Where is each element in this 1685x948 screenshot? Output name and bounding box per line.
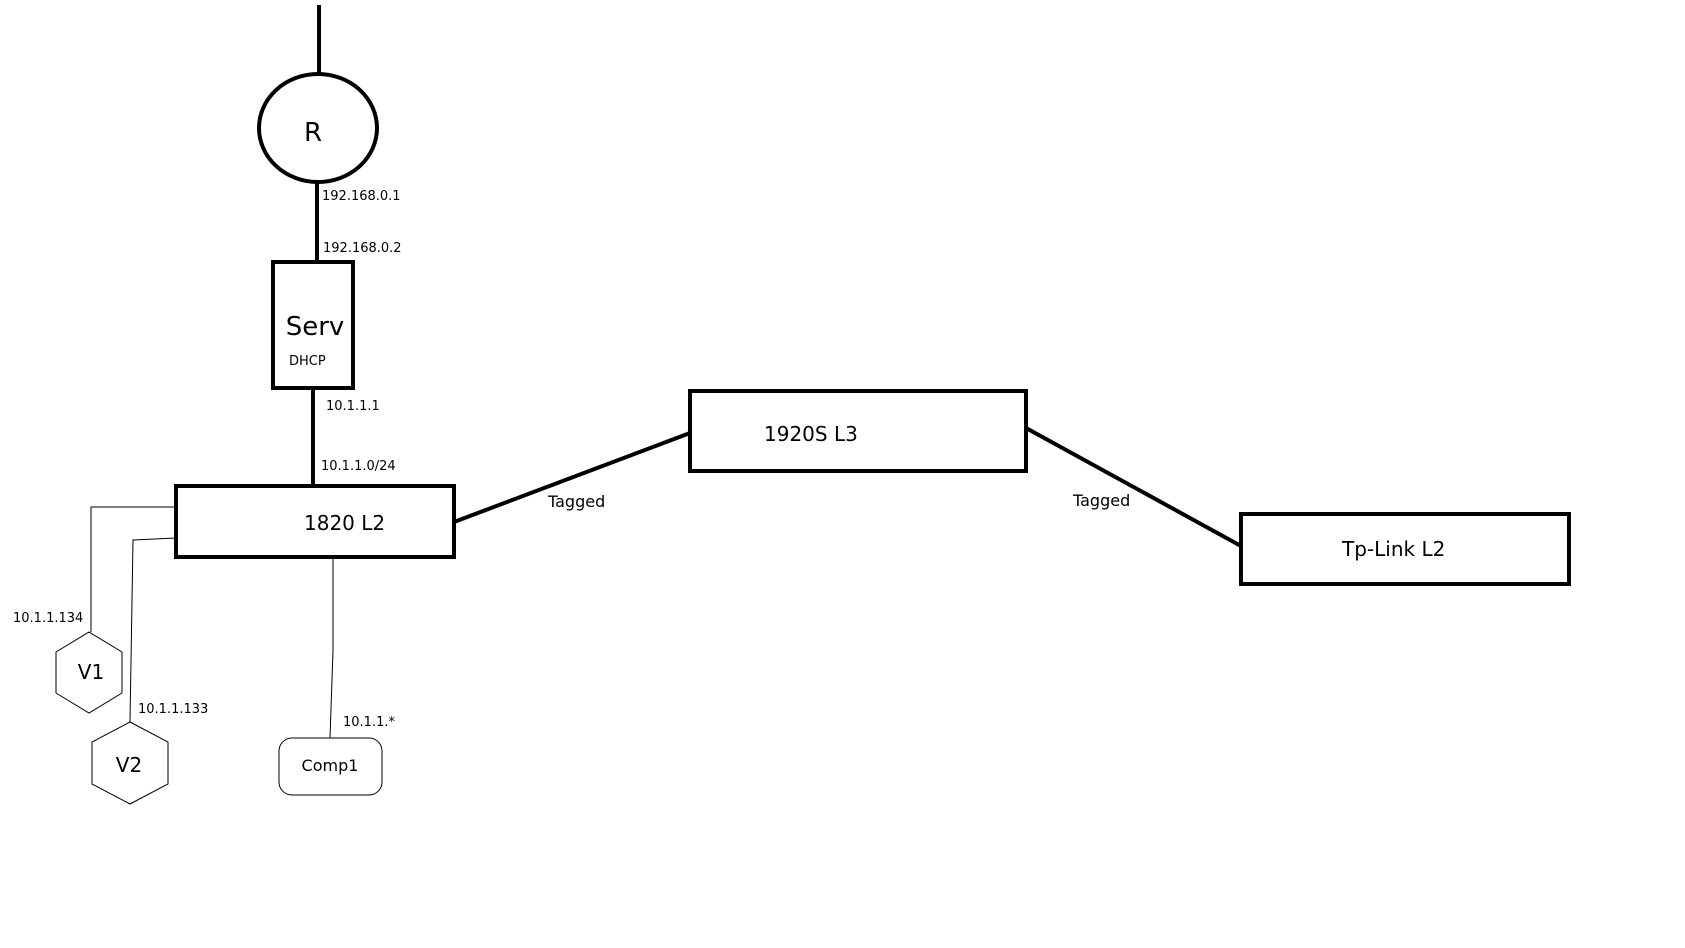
router-node[interactable]: R	[257, 72, 379, 184]
router-label: R	[304, 118, 322, 148]
v1-link	[90, 506, 176, 632]
link-1920s-tplink-label: Tagged	[1072, 491, 1130, 510]
v2-link	[129, 537, 177, 723]
comp1-ip-label: 10.1.1.*	[343, 715, 395, 730]
switch-1820-label: 1820 L2	[304, 511, 385, 535]
switch-1820-node[interactable]: 1820 L2	[174, 484, 456, 559]
comp1-box	[278, 737, 383, 796]
v1-node[interactable]: V1	[55, 631, 123, 714]
v1-label: V1	[78, 660, 104, 684]
server-top-ip-label: 192.168.0.2	[323, 241, 402, 256]
comp1-link	[329, 557, 334, 739]
tplink-node[interactable]: Tp-Link L2	[1239, 512, 1571, 586]
server-node[interactable]: Serv DHCP	[271, 260, 355, 390]
v2-node[interactable]: V2	[91, 721, 169, 805]
comp1-label: Comp1	[302, 756, 359, 775]
v1-hexagon	[55, 631, 123, 714]
switch-1920s-tplink-link	[1025, 426, 1242, 548]
v2-label: V2	[116, 753, 142, 777]
switch-1820-1920s-link	[453, 431, 691, 524]
switch-1920s-box	[688, 389, 1028, 473]
switch-1820-subnet-label: 10.1.1.0/24	[321, 459, 396, 474]
v1-ip-label: 10.1.1.134	[13, 611, 83, 626]
comp1-node[interactable]: Comp1	[278, 737, 383, 796]
v2-ip-label: 10.1.1.133	[138, 702, 208, 717]
server-sublabel: DHCP	[289, 354, 326, 369]
server-bottom-ip-label: 10.1.1.1	[326, 399, 380, 414]
link-1820-1920s-label: Tagged	[547, 492, 605, 511]
tplink-label: Tp-Link L2	[1341, 537, 1445, 561]
switch-1920s-node[interactable]: 1920S L3	[688, 389, 1028, 473]
router-ip-label: 192.168.0.1	[322, 189, 401, 204]
tplink-box	[1239, 512, 1571, 586]
server-box	[271, 260, 355, 390]
v2-hexagon	[91, 721, 169, 805]
switch-1920s-label: 1920S L3	[764, 422, 858, 446]
server-label: Serv	[286, 312, 345, 342]
